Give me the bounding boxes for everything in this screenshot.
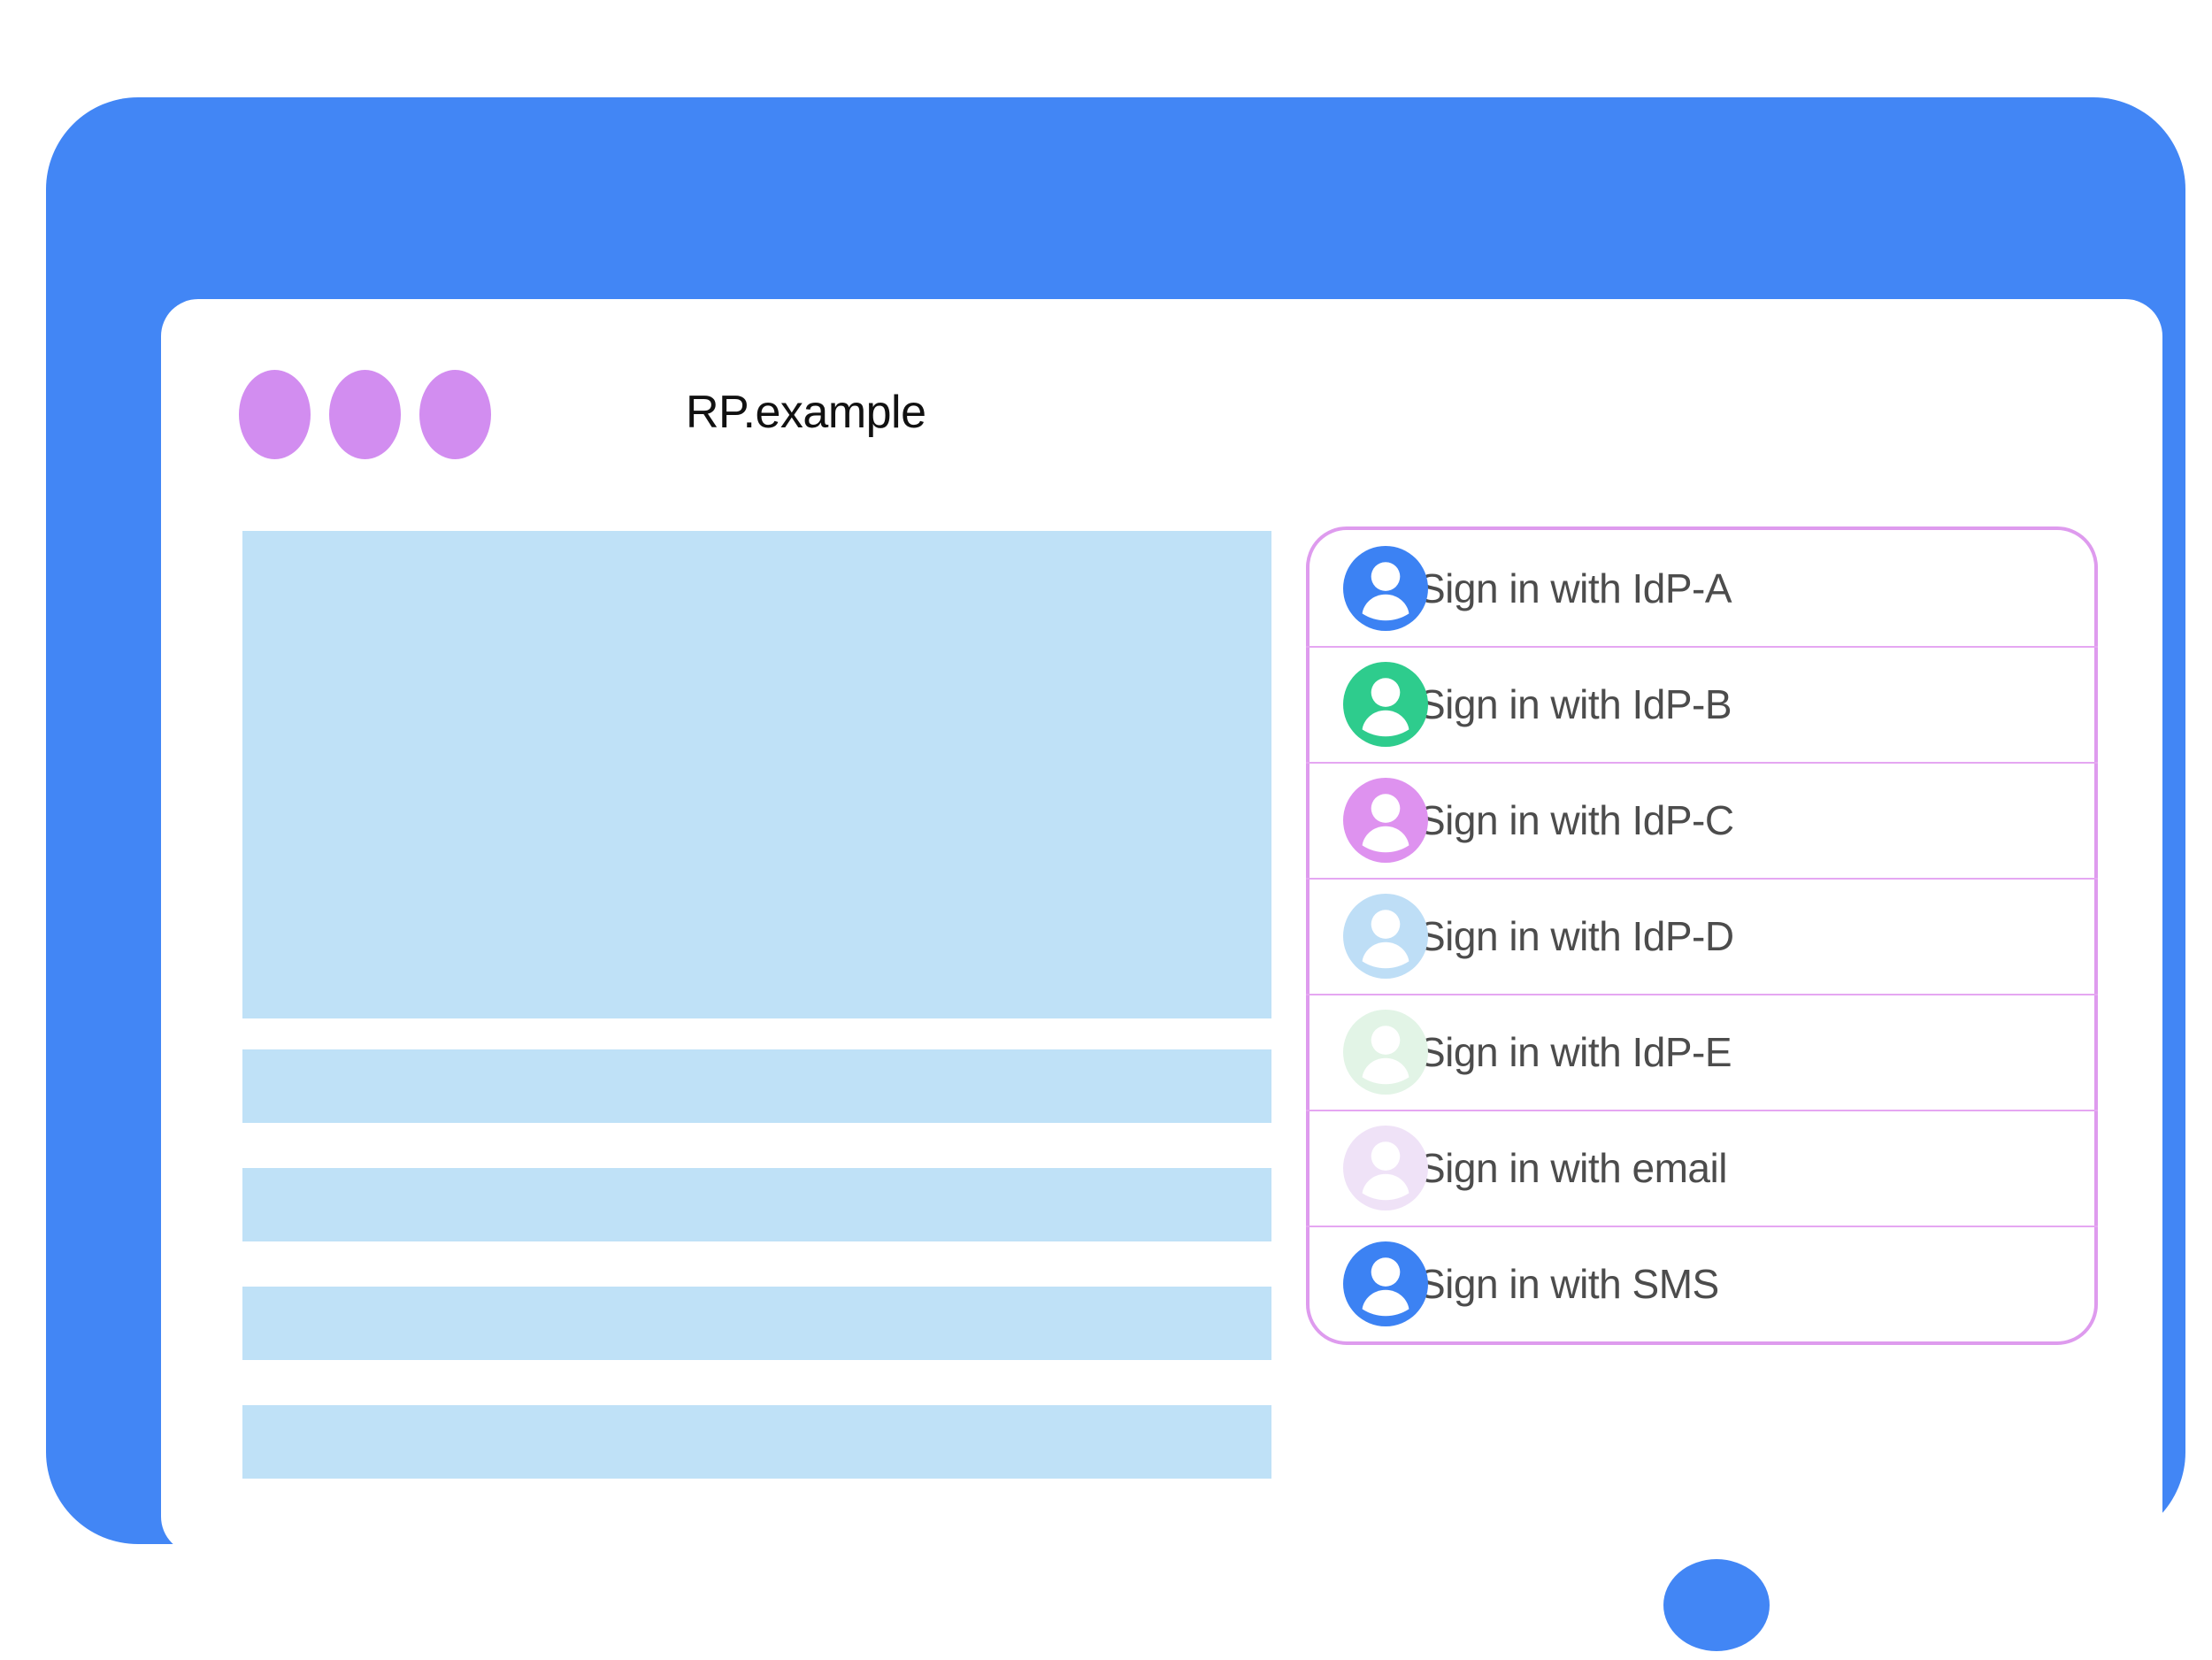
avatar-icon <box>1343 661 1428 747</box>
text-placeholder-bar-2 <box>242 1168 1271 1241</box>
page-title: RP.example <box>686 387 926 438</box>
window-dot-2-icon[interactable] <box>329 370 401 459</box>
avatar-icon <box>1343 545 1428 631</box>
page-content <box>242 531 1271 1479</box>
window-dot-1-icon[interactable] <box>239 370 311 459</box>
text-placeholder-bar-3 <box>242 1287 1271 1360</box>
signin-option-idp-d[interactable]: Sign in with IdP-D <box>1306 878 2098 994</box>
signin-option-email[interactable]: Sign in with email <box>1306 1110 2098 1226</box>
browser-window: RP.example Sign in with IdP-A Sign i <box>161 299 2162 1554</box>
signin-option-idp-c[interactable]: Sign in with IdP-C <box>1306 762 2098 878</box>
avatar-icon <box>1343 1241 1428 1326</box>
signin-option-label: Sign in with SMS <box>1418 1260 1719 1307</box>
device-frame: RP.example Sign in with IdP-A Sign i <box>46 97 2185 1660</box>
signin-option-label: Sign in with IdP-D <box>1418 912 1734 959</box>
avatar-icon <box>1343 893 1428 979</box>
window-dot-3-icon[interactable] <box>419 370 491 459</box>
signin-option-idp-a[interactable]: Sign in with IdP-A <box>1310 530 2094 646</box>
hero-placeholder-block <box>242 531 1271 1018</box>
window-titlebar: RP.example <box>161 299 2162 467</box>
signin-option-label: Sign in with IdP-E <box>1418 1028 1732 1075</box>
signin-option-label: Sign in with IdP-B <box>1418 680 1732 727</box>
signin-option-sms[interactable]: Sign in with SMS <box>1306 1226 2098 1341</box>
home-button[interactable] <box>1663 1559 1770 1651</box>
avatar-icon <box>1343 1125 1428 1210</box>
signin-option-idp-e[interactable]: Sign in with IdP-E <box>1306 994 2098 1110</box>
signin-option-label: Sign in with email <box>1418 1144 1727 1191</box>
signin-option-idp-b[interactable]: Sign in with IdP-B <box>1306 646 2098 762</box>
bezel-gap-left <box>1628 1549 1663 1660</box>
signin-option-label: Sign in with IdP-A <box>1418 565 1732 611</box>
account-chooser-panel: Sign in with IdP-A Sign in with IdP-B Si… <box>1306 526 2098 1345</box>
avatar-icon <box>1343 777 1428 863</box>
text-placeholder-bar-1 <box>242 1049 1271 1123</box>
bezel-gap-right <box>1805 1549 1840 1660</box>
signin-option-label: Sign in with IdP-C <box>1418 796 1734 843</box>
text-placeholder-bar-4 <box>242 1405 1271 1479</box>
avatar-icon <box>1343 1009 1428 1095</box>
